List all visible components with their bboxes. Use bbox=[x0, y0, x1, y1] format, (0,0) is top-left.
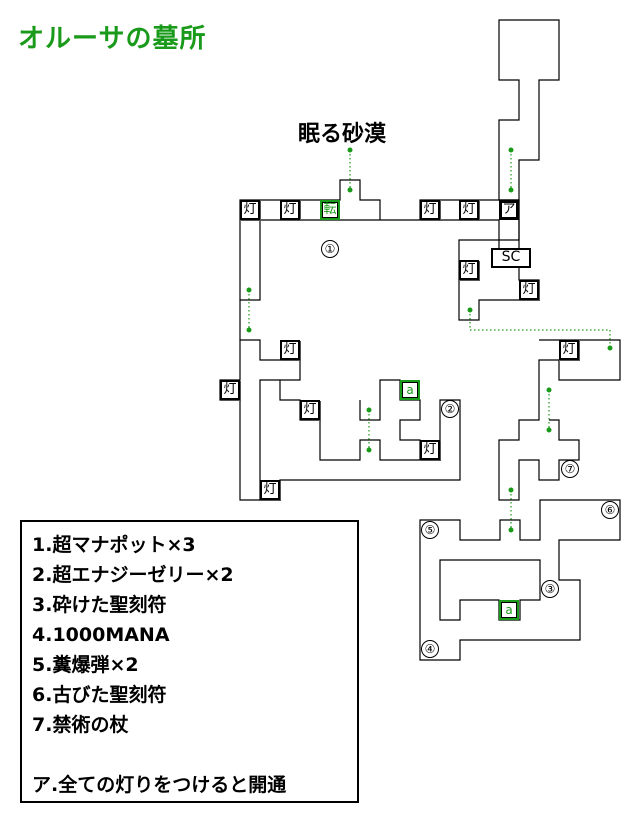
path-dot bbox=[467, 307, 473, 313]
treasure-marker-5: ⑤ bbox=[421, 521, 439, 539]
lamp-tile: 灯 bbox=[260, 480, 280, 500]
path-dot bbox=[607, 345, 613, 351]
path-dot bbox=[246, 287, 252, 293]
item-a-tile: a bbox=[400, 380, 420, 400]
lamp-tile: 灯 bbox=[420, 440, 440, 460]
treasure-marker-2: ② bbox=[441, 400, 459, 418]
legend-item-6: 6.古びた聖刻符 bbox=[32, 684, 167, 706]
lamp-tile: 灯 bbox=[459, 200, 479, 220]
legend-item-5: 5.糞爆弾×2 bbox=[32, 654, 139, 676]
lamp-tile: 灯 bbox=[280, 340, 300, 360]
map-wall-east-mid bbox=[498, 339, 621, 501]
lamp-tile: 灯 bbox=[220, 380, 240, 400]
warp-tile: 転 bbox=[320, 200, 340, 220]
legend-spacer bbox=[32, 740, 347, 770]
treasure-marker-4: ④ bbox=[421, 640, 439, 658]
map-wall-lower-inner bbox=[439, 559, 541, 621]
treasure-marker-1: ① bbox=[321, 240, 339, 258]
path-dot bbox=[347, 187, 353, 193]
legend-item-7: 7.禁術の杖 bbox=[32, 714, 129, 736]
item-a-tile: a bbox=[499, 600, 519, 620]
map-wall-lower-room bbox=[419, 499, 621, 661]
lamp-tile: 灯 bbox=[519, 280, 539, 300]
lamp-tile: 灯 bbox=[240, 200, 260, 220]
lamp-tile: 灯 bbox=[300, 400, 320, 420]
save-crystal-tile: SC bbox=[491, 248, 531, 268]
legend-item-1: 1.超マナポット×3 bbox=[32, 534, 196, 556]
lamp-tile: 灯 bbox=[459, 260, 479, 280]
exit-label-desert: 眠る砂漠 bbox=[298, 122, 387, 147]
lamp-tile: 灯 bbox=[280, 200, 300, 220]
lamp-tile: 灯 bbox=[559, 340, 579, 360]
treasure-marker-6: ⑥ bbox=[601, 501, 619, 519]
treasure-marker-7: ⑦ bbox=[561, 460, 579, 478]
path-dot bbox=[347, 147, 353, 153]
gate-tile: ア bbox=[499, 200, 519, 220]
path-dot bbox=[508, 147, 514, 153]
path-dot bbox=[508, 187, 514, 193]
path-dot bbox=[246, 327, 252, 333]
treasure-marker-3: ③ bbox=[541, 580, 559, 598]
path-dot bbox=[546, 387, 552, 393]
path-dot bbox=[508, 527, 514, 533]
legend-item-3: 3.砕けた聖刻符 bbox=[32, 594, 167, 616]
map-title: オルーサの墓所 bbox=[18, 24, 207, 54]
map-wall-west-edge bbox=[219, 340, 260, 501]
legend-item-2: 2.超エナジーゼリー×2 bbox=[32, 564, 234, 586]
map-wall-inner-room bbox=[359, 379, 421, 460]
path-dot bbox=[546, 427, 552, 433]
lamp-tile: 灯 bbox=[420, 200, 440, 220]
legend-item-4: 4.1000MANA bbox=[32, 624, 170, 646]
legend-note-gate: ア.全ての灯りをつけると開通 bbox=[32, 774, 287, 796]
item-legend: 1.超マナポット×3 2.超エナジーゼリー×2 3.砕けた聖刻符 4.1000M… bbox=[20, 520, 359, 803]
path-dot bbox=[366, 447, 372, 453]
path-line-east-link bbox=[469, 310, 611, 348]
path-dot bbox=[366, 407, 372, 413]
path-dot bbox=[508, 487, 514, 493]
map-wall-tower bbox=[498, 19, 560, 201]
map-wall-west-descent bbox=[239, 300, 461, 501]
